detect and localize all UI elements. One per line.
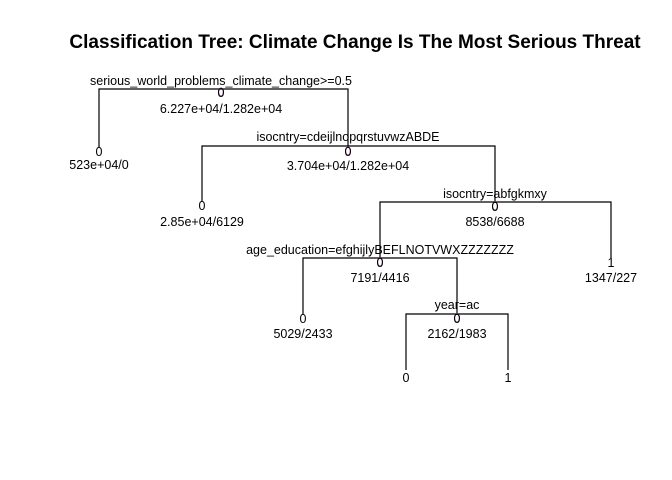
node-counts-label: 2162/1983 xyxy=(427,327,486,341)
node-class-label: 0 xyxy=(492,200,499,214)
node-marker xyxy=(377,257,383,267)
node-class-label: 1 xyxy=(608,256,615,270)
node-counts-label: 3.704e+04/1.282e+04 xyxy=(287,159,409,173)
node-counts-label: 1347/227 xyxy=(585,271,637,285)
node-class-label: 0 xyxy=(403,371,410,385)
node-class-label: 0 xyxy=(345,145,352,159)
node-class-label: 0 xyxy=(454,312,461,326)
node-class-label: 0 xyxy=(377,256,384,270)
node-class-label: 0 xyxy=(300,312,307,326)
plot-title: Classification Tree: Climate Change Is T… xyxy=(69,32,641,53)
node-counts-label: 5029/2433 xyxy=(273,327,332,341)
node-class-label: 0 xyxy=(218,86,225,100)
node-marker xyxy=(454,313,460,323)
node-marker xyxy=(492,201,498,211)
node-counts-label: 8538/6688 xyxy=(465,215,524,229)
node-marker xyxy=(345,146,351,156)
node-split-label: serious_world_problems_climate_change>=0… xyxy=(90,74,352,88)
node-class-label: 0 xyxy=(199,199,206,213)
node-counts-label: 523e+04/0 xyxy=(69,158,128,172)
node-class-label: 0 xyxy=(96,145,103,159)
node-counts-label: 7191/4416 xyxy=(350,271,409,285)
node-class-label: 1 xyxy=(505,371,512,385)
node-counts-label: 6.227e+04/1.282e+04 xyxy=(160,102,282,116)
node-split-label: age_education=efghijlyBEFLNOTVWXZZZZZZZ xyxy=(246,243,514,257)
node-split-label: year=ac xyxy=(435,298,480,312)
node-marker xyxy=(218,87,224,97)
node-split-label: isocntry=abfgkmxy xyxy=(443,187,548,201)
node-split-label: isocntry=cdeijlnopqrstuvwzABDE xyxy=(256,130,439,144)
node-counts-label: 2.85e+04/6129 xyxy=(160,215,244,229)
edge-node2 xyxy=(201,145,496,202)
edge-root xyxy=(98,88,349,148)
